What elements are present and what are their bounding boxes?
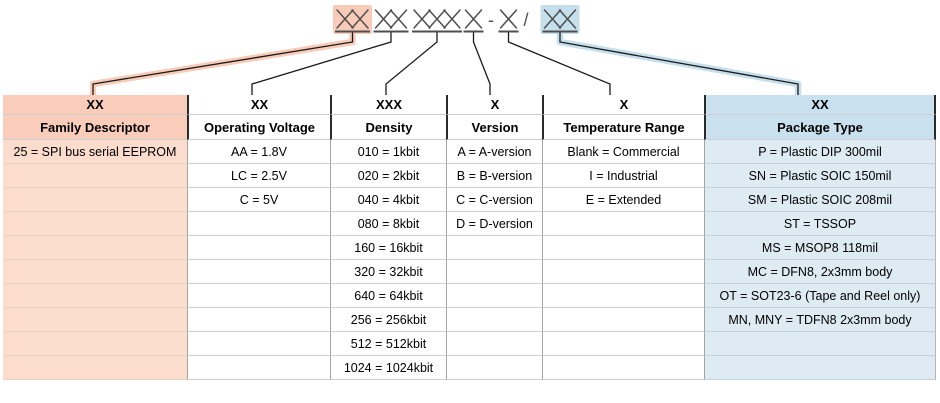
table-cell: ST = TSSOP xyxy=(704,212,936,236)
slash-separator: / xyxy=(523,10,528,30)
table-cell: 25 = SPI bus serial EEPROM xyxy=(3,140,187,164)
table-cell xyxy=(3,236,187,260)
table-cell xyxy=(187,308,330,332)
table-cell xyxy=(542,284,704,308)
part-code-group-3 xyxy=(464,9,483,29)
table-cell: MS = MSOP8 118mil xyxy=(704,236,936,260)
table-cell: Blank = Commercial xyxy=(542,140,704,164)
table-cell xyxy=(187,284,330,308)
column-name: Density xyxy=(330,115,446,140)
table-cell xyxy=(3,164,187,188)
part-code-group-5 xyxy=(543,9,577,29)
part-code-group-0 xyxy=(336,9,369,29)
table-cell xyxy=(446,356,542,380)
connector-line-1 xyxy=(251,32,392,96)
column-name: Family Descriptor xyxy=(3,115,187,140)
column-code: XX xyxy=(704,95,936,115)
table-cell: B = B-version xyxy=(446,164,542,188)
table-cell: 040 = 4kbit xyxy=(330,188,446,212)
table-cell xyxy=(542,332,704,356)
table-cell: C = 5V xyxy=(187,188,330,212)
table-cell: MC = DFN8, 2x3mm body xyxy=(704,260,936,284)
connector-glow-0 xyxy=(89,28,356,100)
table-cell: 320 = 32kbit xyxy=(330,260,446,284)
table-cell xyxy=(3,188,187,212)
table-cell xyxy=(446,236,542,260)
table-cell xyxy=(3,212,187,236)
table-cell xyxy=(3,332,187,356)
table-cell: D = D-version xyxy=(446,212,542,236)
column-name: Package Type xyxy=(704,115,936,140)
column-code: XX xyxy=(3,95,187,115)
table-cell xyxy=(446,308,542,332)
table-cell xyxy=(542,260,704,284)
table-cell xyxy=(446,284,542,308)
column-name: Operating Voltage xyxy=(187,115,330,140)
table-cell: SN = Plastic SOIC 150mil xyxy=(704,164,936,188)
table-cell: LC = 2.5V xyxy=(187,164,330,188)
part-code-group-1 xyxy=(374,9,408,29)
column-name: Temperature Range xyxy=(542,115,704,140)
table-cell xyxy=(187,332,330,356)
table-cell xyxy=(187,356,330,380)
table-cell xyxy=(3,260,187,284)
column-name: Version xyxy=(446,115,542,140)
part-code-group-2 xyxy=(413,9,461,29)
column-code: XXX xyxy=(330,95,446,115)
table-cell xyxy=(446,332,542,356)
table-cell xyxy=(542,212,704,236)
table-cell: 080 = 8kbit xyxy=(330,212,446,236)
connector-line-0 xyxy=(92,32,354,96)
column-code: XX xyxy=(187,95,330,115)
code-group-highlight-5 xyxy=(540,5,580,34)
connector-glow-5 xyxy=(556,28,802,100)
table-cell: P = Plastic DIP 300mil xyxy=(704,140,936,164)
table-cell: 512 = 512kbit xyxy=(330,332,446,356)
table-cell xyxy=(187,260,330,284)
table-cell: MN, MNY = TDFN8 2x3mm body xyxy=(704,308,936,332)
table-cell xyxy=(542,308,704,332)
dash-separator: - xyxy=(488,10,494,30)
table-cell: C = C-version xyxy=(446,188,542,212)
table-cell: 640 = 64kbit xyxy=(330,284,446,308)
table-cell xyxy=(542,356,704,380)
connector-line-3 xyxy=(472,32,491,96)
table-cell: OT = SOT23-6 (Tape and Reel only) xyxy=(704,284,936,308)
table-cell: SM = Plastic SOIC 208mil xyxy=(704,188,936,212)
table-cell: E = Extended xyxy=(542,188,704,212)
connector-line-5 xyxy=(559,32,799,96)
table-cell xyxy=(542,236,704,260)
column-code: X xyxy=(542,95,704,115)
table-cell xyxy=(3,308,187,332)
table-cell: 010 = 1kbit xyxy=(330,140,446,164)
code-group-highlight-0 xyxy=(333,5,372,34)
table-cell xyxy=(3,356,187,380)
table-cell: 1024 = 1024kbit xyxy=(330,356,446,380)
table-cell xyxy=(704,332,936,356)
connector-line-2 xyxy=(385,32,438,96)
column-code: X xyxy=(446,95,542,115)
part-code-group-4 xyxy=(499,9,518,29)
table-cell: A = A-version xyxy=(446,140,542,164)
table-cell: 020 = 2kbit xyxy=(330,164,446,188)
connector-line-4 xyxy=(507,32,611,96)
table-cell: 256 = 256kbit xyxy=(330,308,446,332)
table-cell xyxy=(187,236,330,260)
table-cell xyxy=(704,356,936,380)
table-cell xyxy=(446,260,542,284)
table-cell: I = Industrial xyxy=(542,164,704,188)
table-cell: AA = 1.8V xyxy=(187,140,330,164)
table-cell xyxy=(187,212,330,236)
table-cell: 160 = 16kbit xyxy=(330,236,446,260)
table-cell xyxy=(3,284,187,308)
